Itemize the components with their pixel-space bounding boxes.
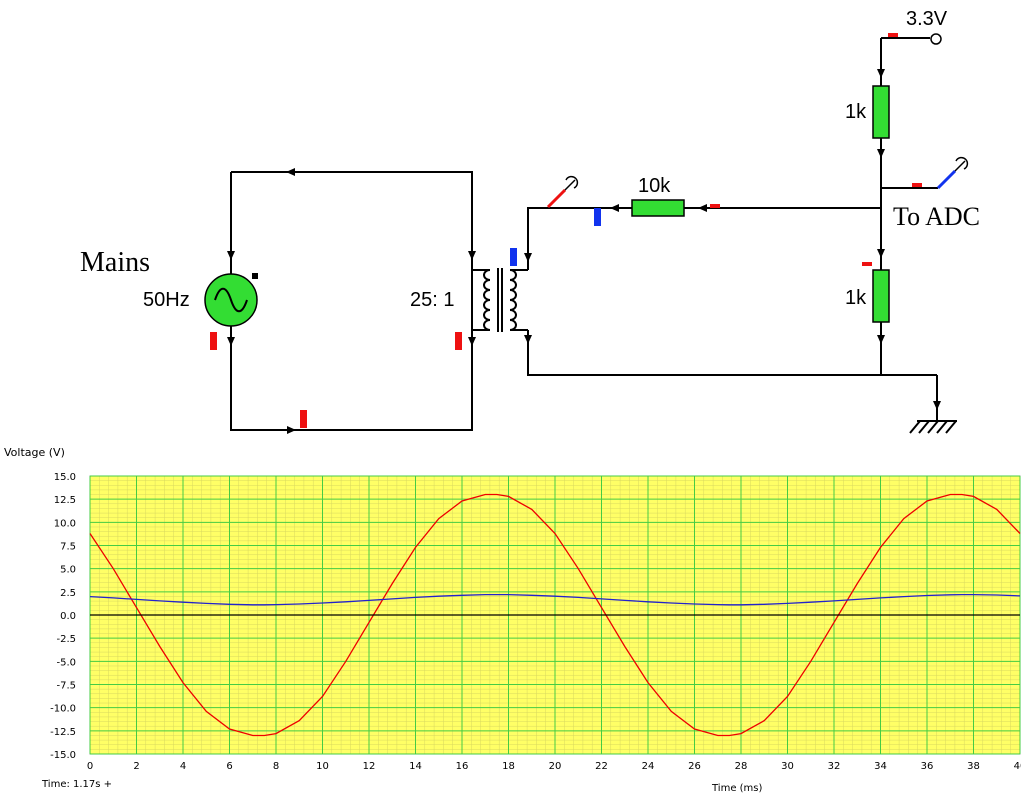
supply-terminal[interactable] [930,33,942,45]
supply-voltage-label: 3.3V [906,8,948,30]
y-tick-label: 10.0 [54,518,76,529]
x-tick-label: 36 [921,761,934,772]
x-tick-label: 38 [967,761,980,772]
resistor-1k-bottom-label: 1k [845,287,867,309]
x-tick-label: 4 [180,761,186,772]
x-tick-label: 28 [735,761,748,772]
resistor-10k-label: 10k [638,175,671,197]
y-tick-label: -2.5 [56,634,76,645]
series-line-0 [89,493,1021,737]
current-markers [210,33,922,428]
circuit-schematic: Mains 50Hz 25: 1 10k 1k [80,8,980,434]
y-tick-label: -15.0 [50,750,76,761]
x-tick-label: 30 [781,761,794,772]
y-tick-label: 12.5 [54,495,76,506]
x-tick-label: 24 [642,761,655,772]
x-tick-label: 40 [1014,761,1021,772]
x-tick-label: 12 [363,761,376,772]
x-tick-label: 18 [502,761,515,772]
ac-source[interactable] [204,273,258,327]
probe-blue-icon[interactable] [936,156,969,190]
time-readout: Time: 1.17s + [41,779,112,790]
y-tick-label: 7.5 [60,542,76,553]
resistor-1k-top-label: 1k [845,101,867,123]
mains-label: Mains [80,247,150,278]
series-group [89,493,1021,737]
x-tick-label: 0 [87,761,93,772]
x-tick-label: 10 [316,761,329,772]
x-tick-label: 2 [133,761,139,772]
series-line-1 [89,593,1021,606]
y-tick-label: 0.0 [60,611,76,622]
y-tick-label: -10.0 [50,704,76,715]
y-axis-label: Voltage (V) [4,446,65,459]
turns-ratio-label: 25: 1 [410,289,454,311]
probe-red-icon[interactable] [546,175,579,209]
x-tick-label: 16 [456,761,469,772]
y-tick-label: -5.0 [56,657,76,668]
y-tick-label: 15.0 [54,472,76,483]
x-tick-label: 32 [828,761,841,772]
x-tick-label: 26 [688,761,701,772]
oscilloscope-graph: Voltage (V) 15.0 12.5 10.0 7.5 5.0 2.5 0.0 -2.5… [4,446,1021,794]
y-tick-label: 2.5 [60,588,76,599]
ground-icon [909,420,957,434]
x-tick-label: 8 [273,761,279,772]
x-tick-label: 6 [226,761,232,772]
x-tick-labels: 0246810121416182022242628303234363840 [87,761,1021,772]
x-tick-label: 14 [409,761,422,772]
resistor-1k-bottom[interactable] [872,269,890,323]
y-tick-labels: 15.0 12.5 10.0 7.5 5.0 2.5 0.0 -2.5 -5.0 -7.5 -10.… [50,472,76,761]
transformer[interactable] [472,268,528,332]
secondary-arrows [524,69,941,410]
x-tick-label: 20 [549,761,562,772]
y-tick-label: -7.5 [56,681,76,692]
resistor-10k[interactable] [631,199,685,217]
x-tick-label: 22 [595,761,608,772]
y-tick-label: 5.0 [60,565,76,576]
primary-arrows [227,168,476,434]
x-axis-label: Time (ms) [711,783,763,794]
adc-output-label: To ADC [893,202,980,231]
x-tick-label: 34 [874,761,887,772]
y-tick-label: -12.5 [50,727,76,738]
resistor-1k-top[interactable] [872,85,890,139]
source-frequency-label: 50Hz [143,289,190,311]
